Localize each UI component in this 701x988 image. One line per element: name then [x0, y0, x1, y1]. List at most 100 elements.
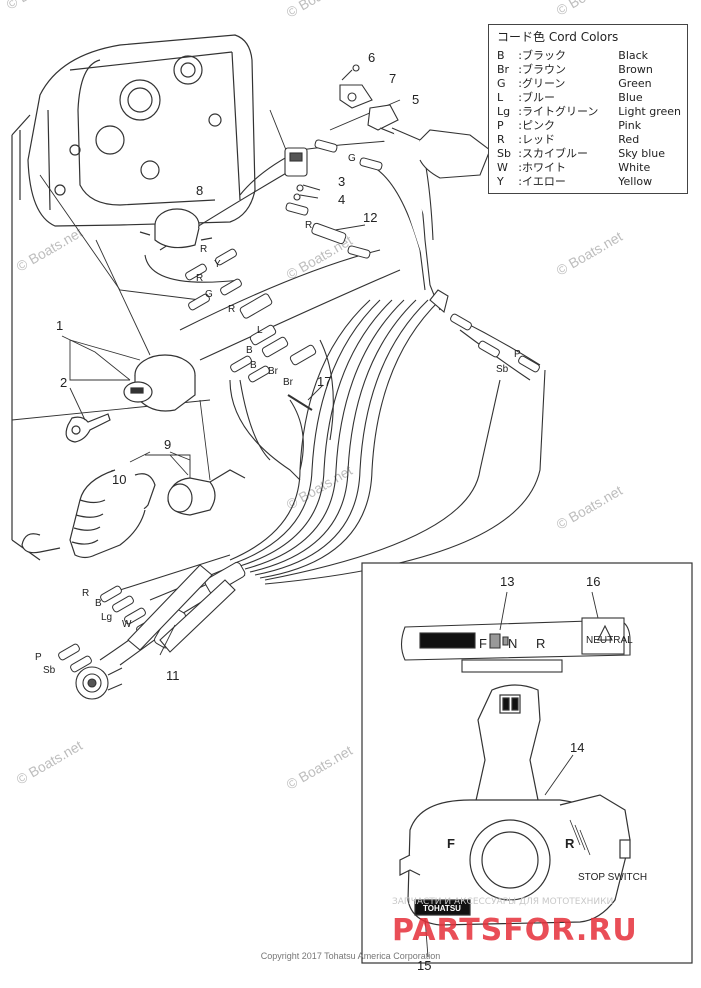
site-logo: PARTSFOR.RU	[392, 913, 638, 948]
legend-row: Br :ブラウン Brown	[497, 63, 681, 77]
callout-17: 17	[317, 374, 331, 389]
legend-english: Pink	[618, 119, 642, 132]
wire-label-b: B	[95, 598, 102, 609]
watermark-text: © Boats.net	[554, 482, 626, 533]
wire-label-lg: Lg	[101, 612, 112, 623]
site-subtitle: ЗАПЧАСТИ И АКСЕССУАРЫ ДЛЯ МОТОТЕХНИКИ	[392, 897, 614, 907]
wire-label-r: R	[200, 244, 207, 255]
brand-label: TOHATSU	[423, 904, 461, 913]
legend-japanese: :ホワイト	[518, 161, 566, 174]
wire-label-b: B	[246, 345, 253, 356]
callout-8: 8	[196, 183, 203, 198]
legend-row: R :レッド Red	[497, 133, 681, 147]
leader-lines	[11, 99, 401, 521]
legend-row: Lg :ライトグリーン Light green	[497, 105, 681, 119]
wire-label-r: R	[82, 588, 89, 599]
lever-labels: F R TOHATSU STOP SWITCH	[423, 836, 647, 913]
legend-code: Lg	[497, 105, 511, 118]
wire-label-r: R	[228, 304, 235, 315]
gauge-f-label: F	[479, 636, 487, 651]
watermark-text: © Boats.net	[554, 0, 626, 19]
wire-label-y: Y	[214, 259, 221, 270]
legend-title: コード色 Cord Colors	[497, 30, 619, 44]
wire-label-sb: Sb	[496, 364, 509, 375]
legend-row: P :ピンク Pink	[497, 119, 681, 133]
harness-tube	[75, 564, 236, 700]
legend-english: Green	[618, 77, 652, 90]
legend-english: Brown	[618, 63, 653, 76]
wire-label-g: G	[348, 153, 356, 164]
control-lever	[399, 684, 631, 926]
legend-english: Light green	[618, 105, 681, 118]
legend-english: Sky blue	[618, 147, 666, 160]
callout-6: 6	[368, 50, 375, 65]
legend-english: Blue	[618, 91, 643, 104]
callout-9: 9	[164, 437, 171, 452]
remote-control-housing	[11, 34, 256, 561]
legend-english: White	[618, 161, 651, 174]
legend-english: Yellow	[618, 175, 653, 188]
legend-row: W :ホワイト White	[497, 161, 681, 175]
callout-16: 16	[586, 574, 600, 589]
callout-12: 12	[363, 210, 377, 225]
legend-japanese: :ピンク	[518, 119, 555, 132]
legend-code: Sb	[497, 147, 511, 160]
legend-row: G :グリーン Green	[497, 77, 681, 91]
callout-numbers: 1 2 3 4 5 6 7 8 9 10 11 12 13 14 15 16 1…	[56, 50, 600, 973]
wire-color-labels: G R R Y R G R L B B Br Br P Sb R B Lg W …	[35, 153, 521, 676]
legend-row: B :ブラック Black	[497, 49, 681, 63]
watermark-text: © Boats.net	[554, 228, 626, 279]
legend-row: Y :イエロー Yellow	[497, 175, 681, 189]
wire-label-w: W	[122, 619, 132, 630]
shift-gauge	[400, 617, 631, 673]
legend-code: Y	[497, 175, 504, 188]
neutral-switch	[284, 64, 491, 313]
watermark-text: © Boats.net	[14, 224, 86, 275]
wire-label-br: Br	[283, 377, 294, 388]
wire-label-b: B	[250, 360, 257, 371]
callout-11: 11	[166, 668, 180, 683]
wire-label-p: P	[35, 652, 42, 663]
callout-14: 14	[570, 740, 584, 755]
stop-switch	[21, 394, 313, 559]
legend-japanese: :ライトグリーン	[518, 105, 599, 118]
wire-label-g: G	[205, 289, 213, 300]
legend-code: Br	[497, 63, 510, 76]
legend-japanese: :ブラック	[518, 49, 566, 62]
gauge-n-label: N	[508, 636, 517, 651]
legend-code: L	[497, 91, 504, 104]
legend-row: Sb :スカイブルー Sky blue	[497, 147, 681, 161]
callout-10: 10	[112, 472, 126, 487]
legend-japanese: :レッド	[518, 133, 555, 146]
callout-5: 5	[412, 92, 419, 107]
callout-15: 15	[417, 958, 431, 973]
legend-japanese: :グリーン	[518, 77, 566, 90]
legend-english: Black	[618, 49, 649, 62]
legend-code: R	[497, 133, 505, 146]
wire-connectors	[58, 139, 540, 673]
wire-label-r: R	[305, 220, 312, 231]
watermark-text: © Boats.net	[284, 0, 356, 21]
legend-code: B	[497, 49, 505, 62]
legend-code: P	[497, 119, 504, 132]
callout-1: 1	[56, 318, 63, 333]
legend-japanese: :ブルー	[518, 91, 555, 104]
watermark-text: © Boats.net	[284, 462, 356, 513]
legend-code: W	[497, 161, 508, 174]
legend-japanese: :イエロー	[518, 175, 566, 188]
legend-code: G	[497, 77, 506, 90]
lever-r-label: R	[565, 836, 575, 851]
legend-english: Red	[618, 133, 640, 146]
callout-3: 3	[338, 174, 345, 189]
legend-japanese: :スカイブルー	[518, 147, 588, 160]
buzzer	[139, 208, 213, 249]
legend-japanese: :ブラウン	[518, 63, 566, 76]
callout-4: 4	[338, 192, 345, 207]
watermark-text: © Boats.net	[14, 737, 86, 788]
gauge-labels: F N R NEUTRAL	[479, 635, 633, 651]
ignition-key	[65, 413, 111, 443]
